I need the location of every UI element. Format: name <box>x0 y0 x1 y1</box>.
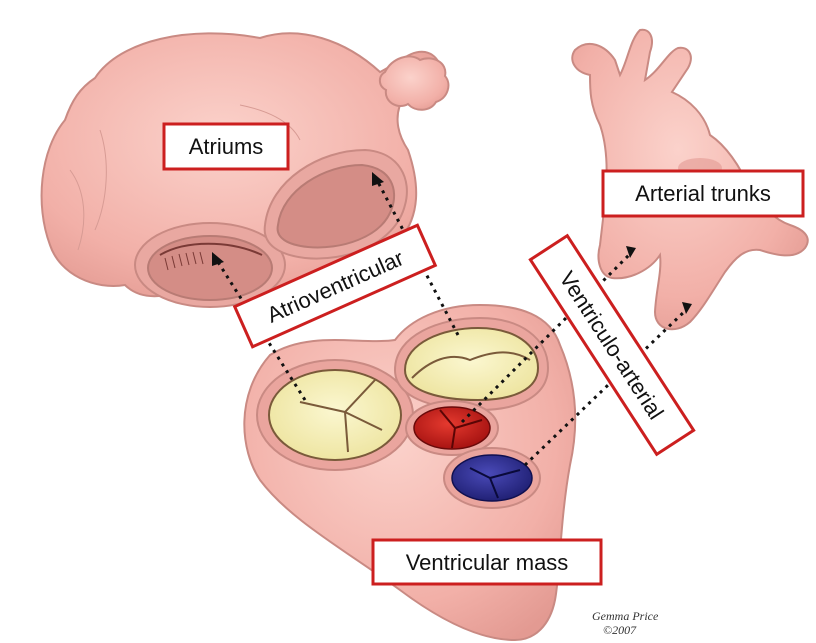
signature-name: Gemma Price <box>592 609 659 623</box>
left-av-orifice <box>148 236 272 300</box>
atrial-appendage <box>380 56 449 109</box>
label-ventricular-mass-text: Ventricular mass <box>406 550 569 575</box>
signature-year: ©2007 <box>603 623 637 637</box>
label-ventricular-mass: Ventricular mass <box>373 540 601 584</box>
label-arterial-trunks: Arterial trunks <box>603 171 803 216</box>
label-arterial-trunks-text: Arterial trunks <box>635 181 771 206</box>
label-atriums: Atriums <box>164 124 288 169</box>
artist-signature: Gemma Price ©2007 <box>592 609 659 637</box>
label-atriums-text: Atriums <box>189 134 264 159</box>
ventricular-mass-illustration <box>244 305 575 640</box>
tricuspid-valve <box>269 370 401 460</box>
